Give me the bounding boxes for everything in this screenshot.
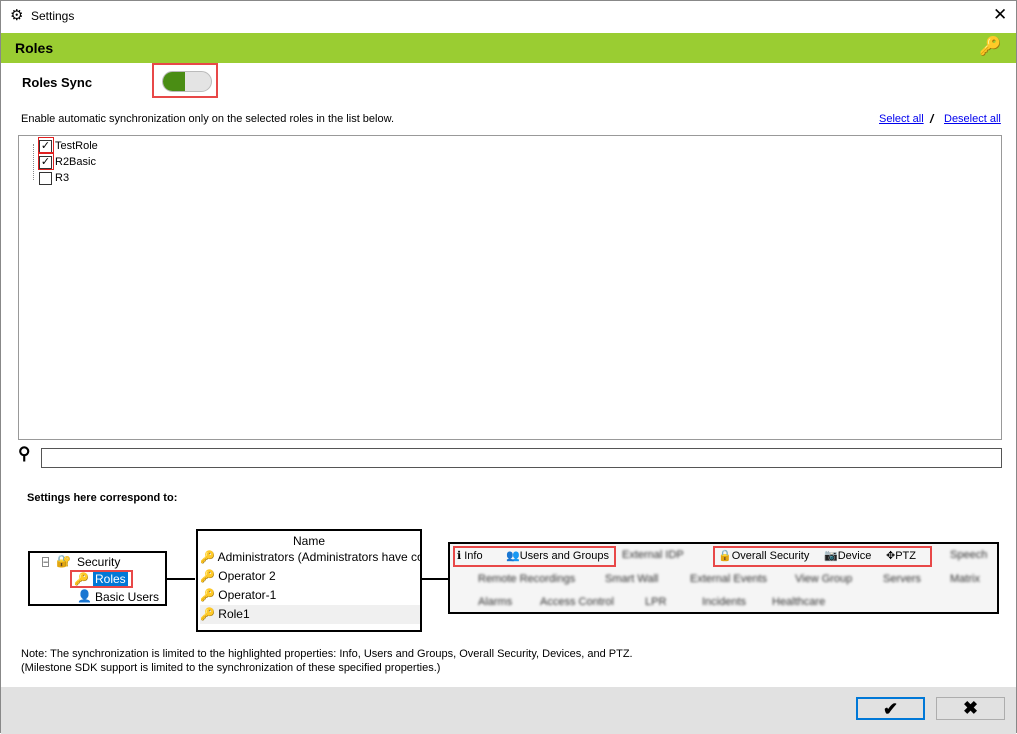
role-name: TestRole xyxy=(55,140,98,152)
list-header: Name xyxy=(292,534,325,548)
title-bar: ⚙ Settings ✕ xyxy=(1,1,1016,33)
tab-lpr: LPR xyxy=(645,596,667,608)
note-sdk-text: (Milestone SDK support is limited to the… xyxy=(21,662,441,674)
section-title: Roles xyxy=(15,40,54,56)
tab-alarms: Alarms xyxy=(478,596,513,608)
role-item[interactable]: R3 xyxy=(39,170,69,186)
tab-remote-recordings: Remote Recordings xyxy=(478,573,576,585)
tab-users-groups: 👥Users and Groups xyxy=(506,550,609,562)
section-header: Roles 🔑 xyxy=(1,33,1016,63)
tree-roles: Roles xyxy=(93,572,128,586)
tab-device: 📷Device xyxy=(824,550,872,562)
role-checkbox[interactable] xyxy=(39,171,52,185)
tab-overall-security: 🔒Overall Security xyxy=(718,550,810,562)
window-title: Settings xyxy=(31,9,75,23)
note-text: Note: The synchronization is limited to … xyxy=(21,648,633,660)
ok-button[interactable]: ✔ xyxy=(856,697,925,720)
list-item: 🔑 Administrators (Administrators have co xyxy=(200,550,420,564)
tab-smart-wall: Smart Wall xyxy=(605,573,659,585)
tab-info: ℹ Info xyxy=(457,550,483,562)
roles-sync-label: Roles Sync xyxy=(22,75,93,90)
diagram-tabs: ℹ Info 👥Users and Groups External IDP 🔒O… xyxy=(448,542,999,614)
user-icon: 👤 xyxy=(77,589,92,603)
search-icon: ⚲ xyxy=(18,444,31,463)
diagram-list: Name 🔑 Administrators (Administrators ha… xyxy=(196,529,422,632)
cancel-button[interactable]: ✖ xyxy=(936,697,1005,720)
deselect-all-link[interactable]: Deselect all xyxy=(944,113,1001,125)
roles-list[interactable]: ✓TestRole ✓R2Basic R3 xyxy=(18,135,1002,440)
tab-matrix: Matrix xyxy=(950,573,980,585)
security-icon: 🔐 xyxy=(56,554,71,568)
list-item: 🔑 Operator 2 xyxy=(200,569,276,583)
separator: / xyxy=(930,112,934,126)
gears-icon: ⚙ xyxy=(10,7,24,24)
role-name: R2Basic xyxy=(55,156,96,168)
tab-external-idp: External IDP xyxy=(622,549,684,561)
highlight-box xyxy=(152,63,218,98)
search-input[interactable] xyxy=(41,448,1002,468)
tab-ptz: ✥PTZ xyxy=(886,550,916,562)
list-item: 🔑 Role1 xyxy=(200,605,420,624)
close-button[interactable]: ✕ xyxy=(993,5,1008,24)
key-icon: 🔑 xyxy=(74,572,89,586)
role-item[interactable]: ✓TestRole xyxy=(39,138,98,154)
description-text: Enable automatic synchronization only on… xyxy=(21,113,394,125)
tab-servers: Servers xyxy=(883,573,921,585)
roles-sync-toggle[interactable] xyxy=(162,71,212,92)
tab-view-group: View Group xyxy=(795,573,853,585)
tab-access-control: Access Control xyxy=(540,596,614,608)
tree-security: Security xyxy=(77,555,121,569)
tab-healthcare: Healthcare xyxy=(772,596,826,608)
role-checkbox[interactable]: ✓ xyxy=(39,155,52,169)
list-item: 🔑 Operator-1 xyxy=(200,588,277,602)
tab-external-events: External Events xyxy=(690,573,768,585)
keys-icon: 🔑 xyxy=(979,36,1002,56)
select-all-link[interactable]: Select all xyxy=(879,113,924,125)
role-name: R3 xyxy=(55,172,70,184)
tab-incidents: Incidents xyxy=(702,596,747,608)
tab-speech: Speech xyxy=(950,549,988,561)
tree-basic-users: Basic Users xyxy=(95,590,160,604)
correspond-title: Settings here correspond to: xyxy=(27,492,178,504)
footer: ✔ ✖ xyxy=(1,687,1016,734)
role-item[interactable]: ✓R2Basic xyxy=(39,154,96,170)
diagram-tree: − 🔐 Security 🔑 Roles 👤 Basic Users xyxy=(28,551,167,606)
